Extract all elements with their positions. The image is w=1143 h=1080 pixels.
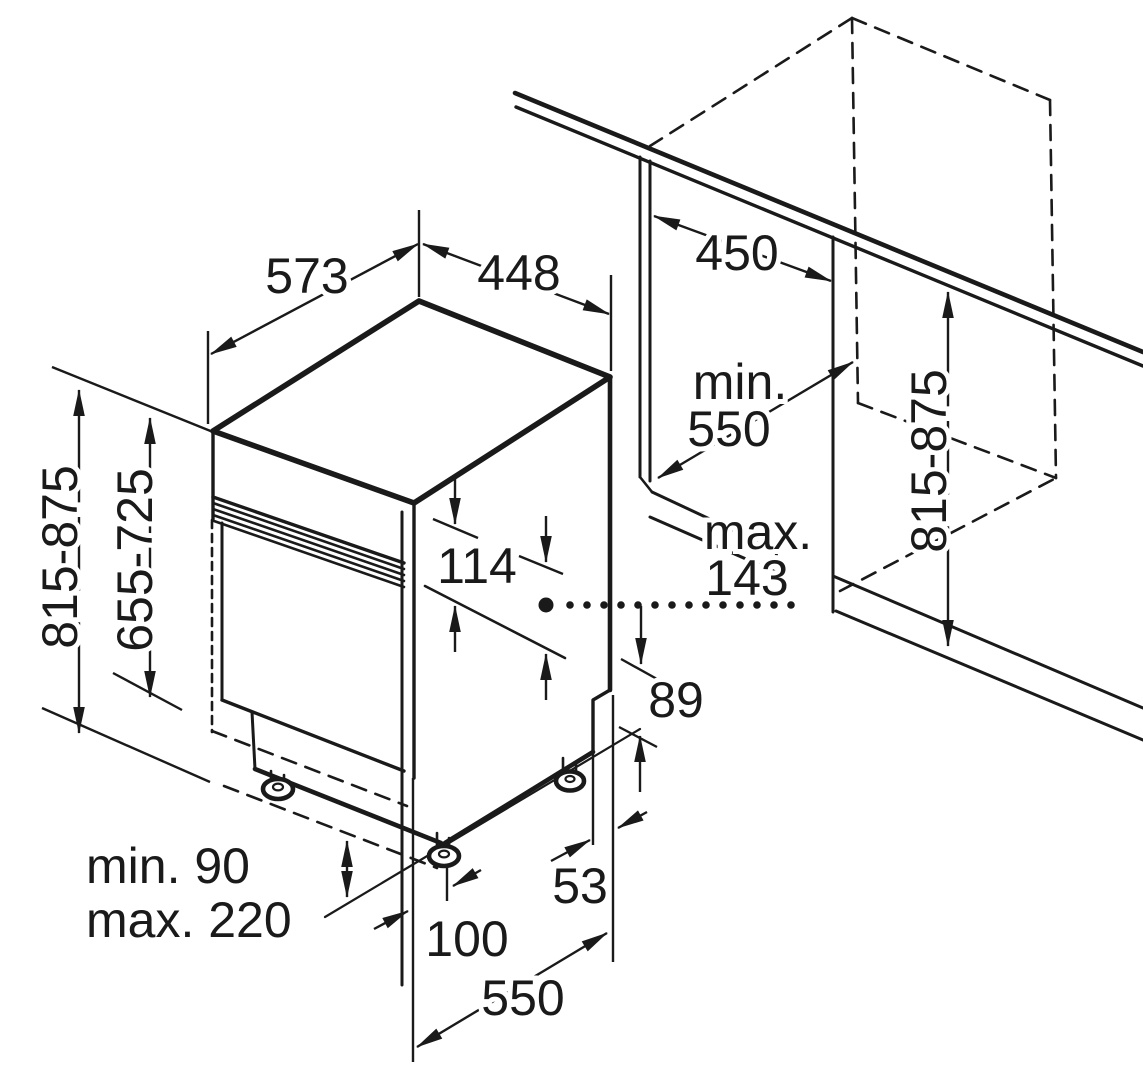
dim-rear-foot-offset-label: 53: [552, 858, 608, 914]
side-panel-base-bottom: [648, 515, 780, 575]
dimension-line: [653, 214, 832, 283]
door-bottom-edge: [220, 698, 406, 773]
niche-back-vertical-edge: [850, 16, 860, 405]
dishwasher-body: [210, 298, 642, 987]
dimension-line: [416, 931, 608, 1049]
groove-line: [211, 501, 406, 571]
plinth-bottom-edge: [834, 609, 1143, 742]
dimension-top-width: 573: [206, 242, 419, 424]
dimension-niche-width: 450: [653, 214, 832, 286]
worktop-band-bottom-edge: [211, 495, 406, 565]
arrow-down-left: [617, 810, 648, 830]
pivot-point-dot: [538, 597, 554, 613]
side-panel-base-right: [774, 548, 780, 575]
right-foot: [553, 756, 587, 793]
door-top-reference-line: [423, 584, 567, 660]
groove-line: [212, 519, 406, 589]
arrow-down-left: [452, 868, 482, 888]
extension-line: [112, 671, 183, 712]
niche-top-left-edge: [648, 16, 854, 148]
dim-front-panel-height-label: 655-725: [107, 468, 163, 652]
dim-door-clearance-value: 143: [705, 550, 788, 606]
dim-top-depth-label: 448: [477, 245, 560, 301]
dimension-top-depth: 448: [417, 210, 613, 371]
dimension-line: [657, 360, 854, 480]
dim-niche-depth-value: 550: [687, 401, 770, 457]
groove-line: [211, 507, 406, 577]
dim-door-clearance-prefix: max.: [704, 504, 812, 560]
dim-niche-depth-prefix: min.: [693, 354, 787, 410]
side-panel-bottom-join: [638, 475, 654, 494]
dim-foot-adjust-min-label: min. 90: [86, 838, 250, 894]
dimension-body-depth: 550: [416, 931, 608, 1049]
dim-niche-height-label: 815-875: [901, 369, 957, 553]
dim-top-trim-label: 114: [437, 538, 517, 594]
foot-screw: [437, 849, 451, 859]
dimension-rear-foot-offset: 53: [547, 695, 648, 962]
plinth-hidden-top-edge: [210, 729, 409, 808]
extension-tick: [432, 517, 479, 540]
plinth-top-edge: [831, 574, 1143, 710]
left-foot: [260, 769, 296, 802]
dotted-line: [566, 601, 795, 609]
arrow-up-right: [550, 838, 591, 863]
niche-right-vertical-edge: [1048, 98, 1058, 480]
side-panel-base-top: [650, 490, 778, 552]
arrow-up-right: [373, 909, 409, 931]
niche-hidden-outline: [648, 16, 1058, 593]
right-bottom-step: [591, 688, 612, 754]
dimension-niche-depth: min. 550: [657, 349, 854, 480]
dimension-foot-adjust-range: min. 90 max. 220: [81, 833, 353, 953]
dim-overall-height-label: 815-875: [32, 465, 88, 649]
dimension-overall-height: 815-875: [27, 365, 214, 784]
foot-screw: [271, 782, 285, 792]
dim-top-width-label: 573: [265, 248, 348, 304]
niche-floor-front-edge: [838, 476, 1058, 593]
dimension-door-clearance: max. 143: [699, 499, 817, 611]
dimension-base-step: 89: [618, 606, 709, 792]
dim-base-step-label: 89: [648, 672, 704, 728]
top-face-outline: [210, 298, 613, 506]
dimension-niche-height: 815-875: [896, 291, 962, 647]
extension-line: [41, 706, 211, 784]
plinth-hidden-bottom-edge: [222, 784, 439, 870]
dimension-line: [422, 242, 610, 316]
front-foot: [426, 831, 462, 869]
extension-tick: [620, 657, 658, 681]
extension-tick: [518, 554, 564, 576]
side-bottom-edge: [442, 749, 596, 846]
base-left-step: [250, 710, 257, 771]
adjustable-feet: [260, 756, 587, 869]
dim-niche-width-label: 450: [695, 225, 778, 281]
dimension-front-panel-height: 655-725: [102, 417, 183, 712]
control-strip-grooves: [211, 501, 406, 589]
dimension-line: [210, 242, 419, 356]
niche-top-right-edge: [850, 16, 1052, 102]
dim-body-depth-label: 550: [481, 970, 564, 1026]
pivot-dotted-line: [538, 597, 795, 613]
dim-front-foot-offset-label: 100: [425, 911, 508, 967]
floor-reference-line: [323, 727, 642, 919]
foot-screw: [564, 774, 576, 784]
dimension-top-trim: 114: [432, 478, 564, 700]
niche-floor-back-edge: [856, 401, 1058, 480]
extension-line: [51, 365, 214, 434]
dim-foot-adjust-max-label: max. 220: [86, 892, 292, 948]
groove-line: [211, 513, 406, 583]
